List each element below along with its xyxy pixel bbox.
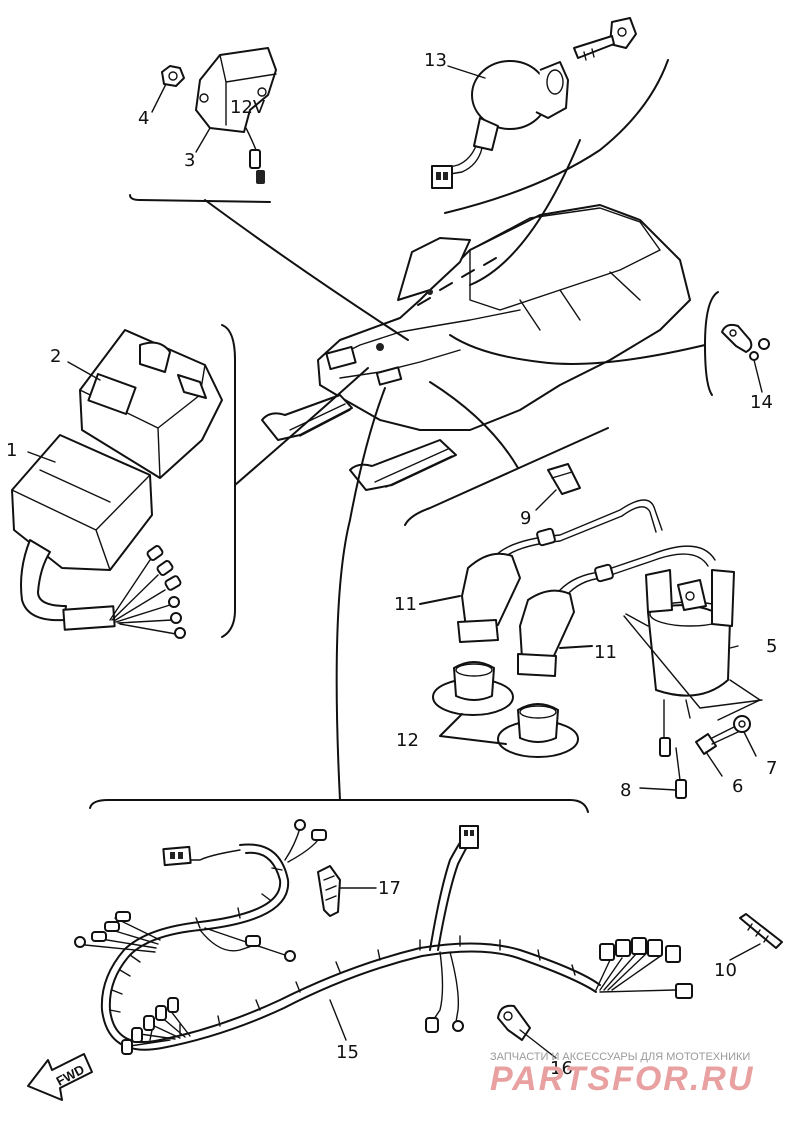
callout-3: 3 — [184, 150, 195, 171]
callout-11-left: 11 — [394, 594, 417, 615]
callout-14: 14 — [750, 392, 773, 413]
callout-16: 16 — [550, 1058, 573, 1079]
part-9-clip — [547, 463, 581, 495]
callout-12: 12 — [396, 730, 419, 751]
part-13-main-switch — [431, 60, 569, 189]
part-4-nut — [161, 65, 185, 87]
part-15-wire-harness — [74, 819, 693, 1055]
fwd-arrow-icon: FWD — [27, 1053, 93, 1101]
callout-11-right: 11 — [594, 642, 617, 663]
callout-10: 10 — [714, 960, 737, 981]
part-11-plug-caps — [419, 499, 716, 677]
part-17-cable-tie — [317, 865, 341, 917]
part-7-washer — [733, 715, 751, 733]
callout-13: 13 — [424, 50, 447, 71]
watermark: ЗАПЧАСТИ И АКСЕССУАРЫ ДЛЯ МОТОТЕХНИКИ PA… — [490, 1051, 754, 1098]
part-3-regulator: 12V — [195, 47, 277, 184]
callout-4: 4 — [138, 108, 149, 129]
part-12-boots — [432, 661, 579, 758]
callout-8: 8 — [620, 780, 631, 801]
callout-6: 6 — [732, 776, 743, 797]
part-5-ignition-coil — [623, 569, 763, 757]
callout-2: 2 — [50, 346, 61, 367]
part-6-bolt — [695, 725, 739, 755]
callout-5: 5 — [766, 636, 777, 657]
leader-lines — [89, 59, 719, 813]
callout-1: 1 — [6, 440, 17, 461]
part-1-cdi-unit — [11, 434, 186, 639]
snowmobile-illustration — [261, 204, 691, 491]
part-2-cover — [79, 329, 223, 479]
ignition-key-icon — [573, 17, 637, 61]
callout-leaders — [27, 65, 763, 1059]
regulator-12v-text: 12V — [230, 97, 266, 118]
callout-numbers: 1 2 3 4 5 6 7 8 9 10 11 11 12 13 14 15 1… — [6, 50, 777, 1079]
part-8-terminal — [675, 747, 687, 799]
callout-17: 17 — [378, 878, 401, 899]
watermark-tagline: ЗАПЧАСТИ И АКСЕССУАРЫ ДЛЯ МОТОТЕХНИКИ — [490, 1051, 750, 1063]
callout-15: 15 — [336, 1042, 359, 1063]
callout-7: 7 — [766, 758, 777, 779]
part-14-clamp — [721, 323, 770, 361]
part-10-band — [739, 913, 783, 949]
callout-9: 9 — [520, 508, 531, 529]
watermark-brand: PARTSFOR.RU — [490, 1060, 754, 1098]
